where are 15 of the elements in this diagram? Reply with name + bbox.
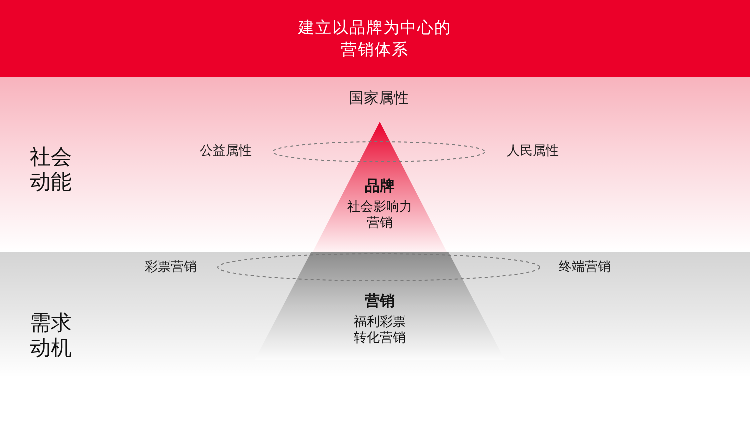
tier-description: 福利彩票转化营销 (354, 315, 406, 347)
tier-description: 社会影响力营销 (348, 200, 412, 232)
tier-heading: 营销 (365, 292, 395, 310)
attribute-label: 人民属性 (506, 143, 560, 160)
attribute-label: 公益属性 (199, 143, 253, 160)
band-label: 需求动机 (30, 311, 73, 361)
tier-heading: 品牌 (365, 177, 395, 195)
dashed-ellipse (217, 253, 541, 282)
channel-label: 彩票营销 (144, 259, 198, 276)
dashed-ellipse (272, 141, 486, 163)
band-label: 社会动能 (30, 145, 73, 195)
attribute-label: 国家属性 (348, 90, 410, 107)
header-band (0, 0, 750, 77)
banner-title: 建立以品牌为中心的营销体系 (297, 16, 452, 60)
channel-label: 终端营销 (558, 259, 612, 276)
